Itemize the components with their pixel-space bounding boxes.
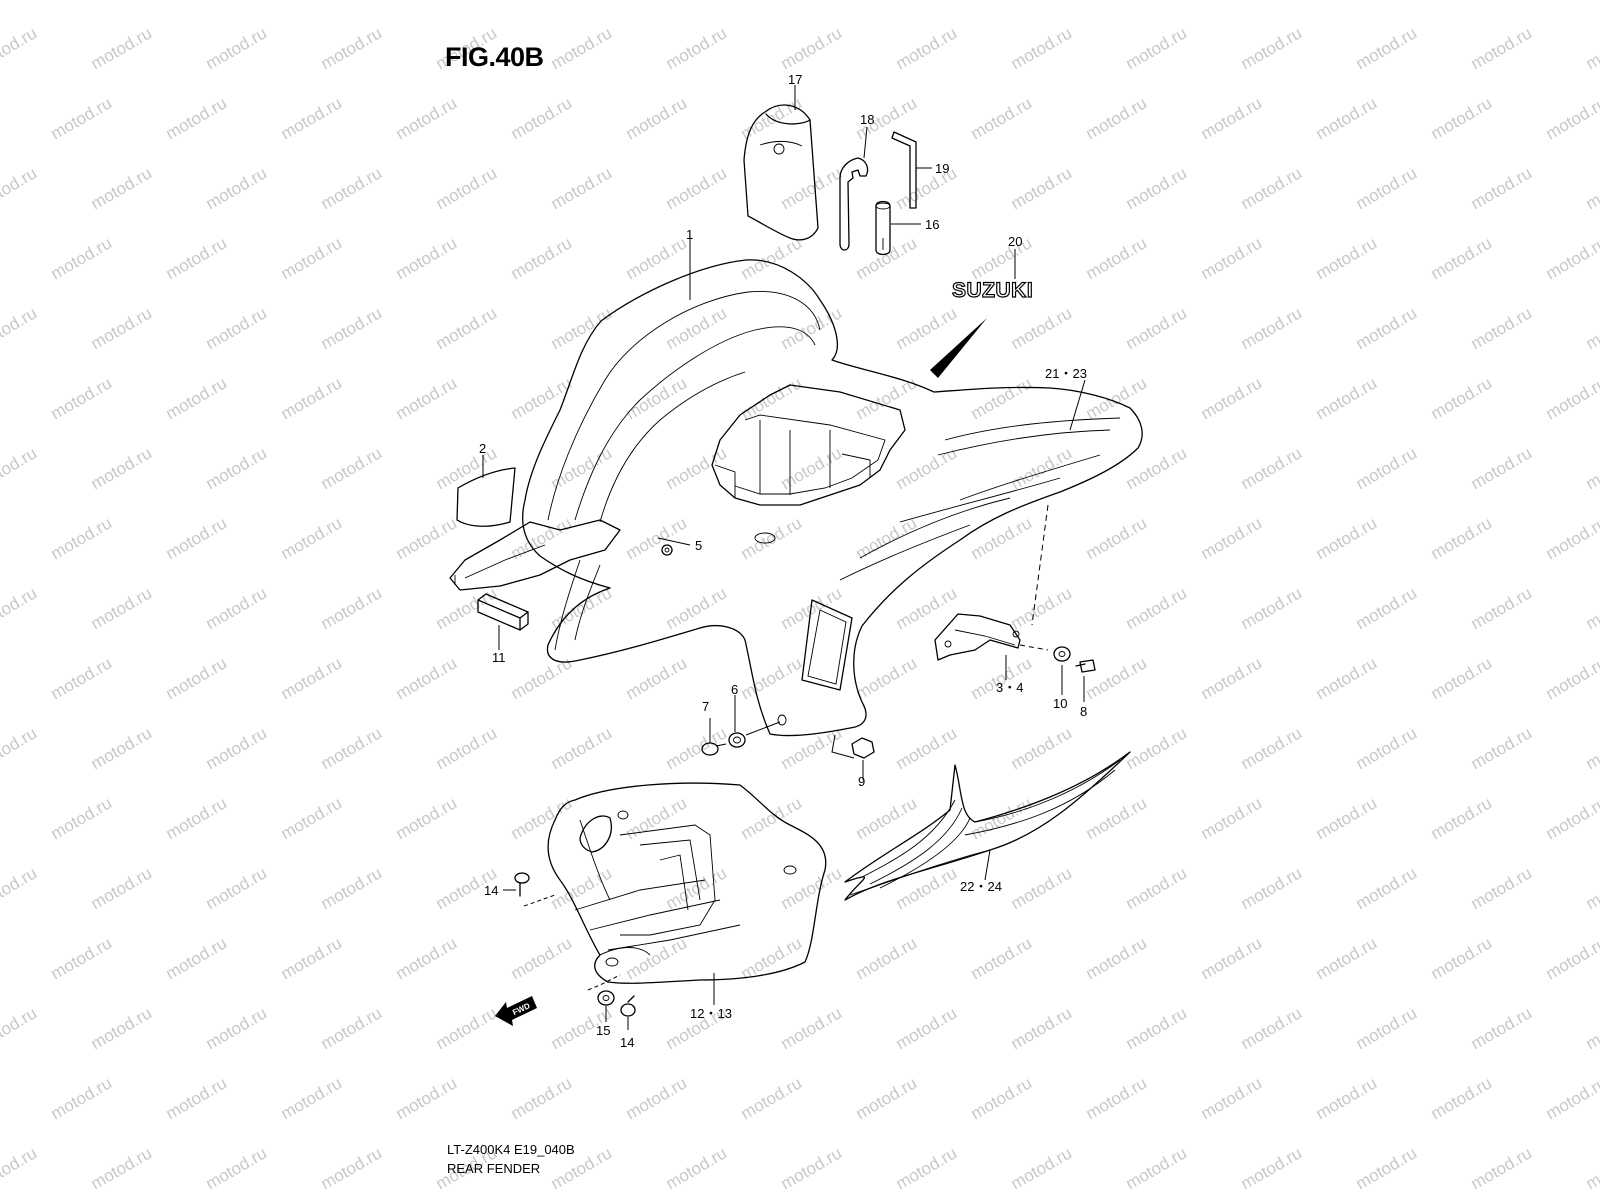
callout-20: 20 (1008, 234, 1022, 249)
part-5-clip (661, 544, 673, 556)
part-12-13-mud-guard (547, 782, 827, 984)
part-8-bolt (1075, 659, 1096, 673)
callout-2: 2 (479, 441, 486, 456)
callout-14-lower: 14 (620, 1035, 634, 1050)
part-18-spanner (839, 157, 869, 251)
callout-9: 9 (858, 774, 865, 789)
callout-18: 18 (860, 112, 874, 127)
part-11-spacer (477, 593, 529, 631)
callout-19: 19 (935, 161, 949, 176)
section-name: REAR FENDER (447, 1161, 541, 1176)
callout-16: 16 (925, 217, 939, 232)
part-9-nut (851, 737, 875, 759)
part-22-24-decal (844, 751, 1131, 901)
part-14-screw-lower (620, 995, 636, 1017)
callout-6: 6 (731, 682, 738, 697)
callout-22-24: 22・24 (960, 879, 1002, 894)
part-17-tool-bag (743, 104, 819, 241)
callout-21-23: 21・23 (1045, 366, 1087, 381)
mud-flap-bracket (449, 519, 621, 591)
suzuki-emblem: SUZUKI (952, 279, 1033, 302)
part-15-washer (597, 990, 615, 1006)
callout-12-13: 12・13 (690, 1006, 732, 1021)
fwd-direction-arrow: FWD (495, 996, 537, 1026)
callout-10: 10 (1053, 696, 1067, 711)
part-14-screw-upper (514, 872, 530, 897)
callout-11: 11 (492, 650, 506, 665)
callout-14-upper: 14 (484, 883, 498, 898)
callout-7: 7 (702, 699, 709, 714)
callout-17: 17 (788, 72, 802, 87)
callout-5: 5 (695, 538, 702, 553)
callout-1: 1 (686, 227, 693, 242)
model-code: LT-Z400K4 E19_040B (447, 1142, 575, 1157)
part-16-plug (875, 200, 891, 256)
part-10-washer (1053, 646, 1071, 662)
part-7-screw (701, 742, 727, 756)
part-6-grommet (728, 732, 746, 748)
callout-3-4: 3・4 (996, 680, 1023, 695)
pointer-arrow (930, 318, 987, 378)
callout-15: 15 (596, 1023, 610, 1038)
part-3-4-bracket (934, 613, 1021, 661)
part-19-hex-key (891, 131, 917, 209)
part-1-rear-fender (522, 259, 1143, 737)
part-2-plate (456, 467, 516, 527)
figure-title: FIG.40B (445, 42, 544, 72)
callout-8: 8 (1080, 704, 1087, 719)
